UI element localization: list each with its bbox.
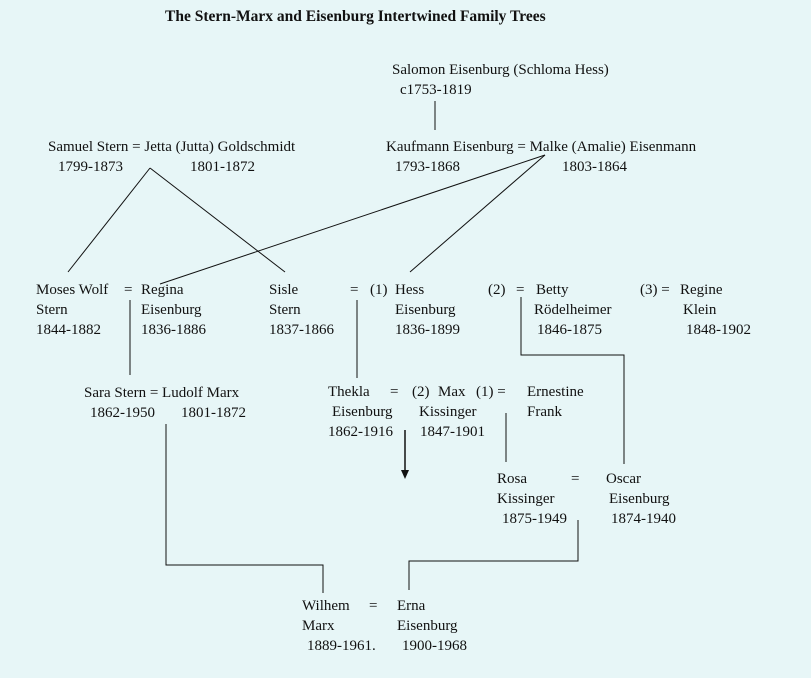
- hess-first: Hess: [395, 282, 425, 298]
- sisle-dates: 1837-1866: [269, 322, 334, 338]
- diagram-title: The Stern-Marx and Eisenburg Intertwined…: [165, 8, 546, 25]
- rosa-oscar-equals: =: [571, 471, 580, 487]
- line-samuel-sisle: [149, 167, 286, 273]
- rosa-dates: 1875-1949: [502, 511, 567, 527]
- thekla-max-equals: =: [390, 384, 399, 400]
- samuel-jetta-names: Samuel Stern = Jetta (Jutta) Goldschmidt: [48, 139, 296, 155]
- line-rosa-erna: [408, 520, 579, 590]
- salomon-name: Salomon Eisenburg (Schloma Hess): [392, 62, 609, 78]
- thekla-last: Eisenburg: [332, 404, 393, 420]
- wilhem-dates: 1889-1961.: [307, 638, 376, 654]
- betty-dates: 1846-1875: [537, 322, 602, 338]
- ludolf-dates: 1801-1872: [181, 405, 246, 421]
- betty-first: Betty: [536, 282, 569, 298]
- sisle-last: Stern: [269, 302, 301, 318]
- moses-first: Moses Wolf: [36, 282, 109, 298]
- marriage-1-label: (1): [370, 282, 388, 298]
- samuel-dates: 1799-1873: [58, 159, 123, 175]
- moses-dates: 1844-1882: [36, 322, 101, 338]
- rosa-first: Rosa: [497, 471, 527, 487]
- erna-first: Erna: [397, 598, 426, 614]
- moses-last: Stern: [36, 302, 68, 318]
- oscar-last: Eisenburg: [609, 491, 670, 507]
- kaufmann-malke-names: Kaufmann Eisenburg = Malke (Amalie) Eise…: [386, 139, 697, 155]
- hess-last: Eisenburg: [395, 302, 456, 318]
- marriage-2-label: (2): [488, 282, 506, 298]
- moses-regina-equals: =: [124, 282, 133, 298]
- oscar-dates: 1874-1940: [611, 511, 676, 527]
- rosa-last: Kissinger: [497, 491, 555, 507]
- regine-first: Regine: [680, 282, 723, 298]
- erna-dates: 1900-1968: [402, 638, 467, 654]
- malke-dates: 1803-1864: [562, 159, 627, 175]
- wilhem-erna-equals: =: [369, 598, 378, 614]
- thekla-first: Thekla: [328, 384, 370, 400]
- regine-last: Klein: [683, 302, 717, 318]
- oscar-first: Oscar: [606, 471, 641, 487]
- marriage-3-label: (3) =: [640, 282, 670, 298]
- regina-first: Regina: [141, 282, 184, 298]
- sara-dates: 1862-1950: [90, 405, 155, 421]
- marriage-max-label: (1) =: [476, 384, 506, 400]
- hess-dates: 1836-1899: [395, 322, 460, 338]
- betty-last: Rödelheimer: [534, 302, 612, 318]
- line-malke-regina: [159, 154, 546, 285]
- ernestine-first: Ernestine: [527, 384, 584, 400]
- ernestine-last: Frank: [527, 404, 562, 420]
- arrow-head-icon: [401, 470, 409, 479]
- max-last: Kissinger: [419, 404, 477, 420]
- marriage-thekla-label: (2): [412, 384, 430, 400]
- line-betty-oscar: [520, 297, 625, 464]
- line-samuel-moses: [67, 167, 151, 273]
- thekla-dates: 1862-1916: [328, 424, 393, 440]
- jetta-dates: 1801-1872: [190, 159, 255, 175]
- sara-ludolf-names: Sara Stern = Ludolf Marx: [84, 385, 240, 401]
- erna-last: Eisenburg: [397, 618, 458, 634]
- regina-last: Eisenburg: [141, 302, 202, 318]
- kaufmann-dates: 1793-1868: [395, 159, 460, 175]
- sisle-hess-equals: =: [350, 282, 359, 298]
- line-sara-wilhem: [165, 424, 324, 593]
- regina-dates: 1836-1886: [141, 322, 206, 338]
- max-first: Max: [438, 384, 466, 400]
- regine-dates: 1848-1902: [686, 322, 751, 338]
- wilhem-first: Wilhem: [302, 598, 350, 614]
- hess-betty-equals: =: [516, 282, 525, 298]
- wilhem-last: Marx: [302, 618, 335, 634]
- salomon-dates: c1753-1819: [400, 82, 472, 98]
- max-dates: 1847-1901: [420, 424, 485, 440]
- sisle-first: Sisle: [269, 282, 299, 298]
- line-malke-hess: [409, 154, 546, 273]
